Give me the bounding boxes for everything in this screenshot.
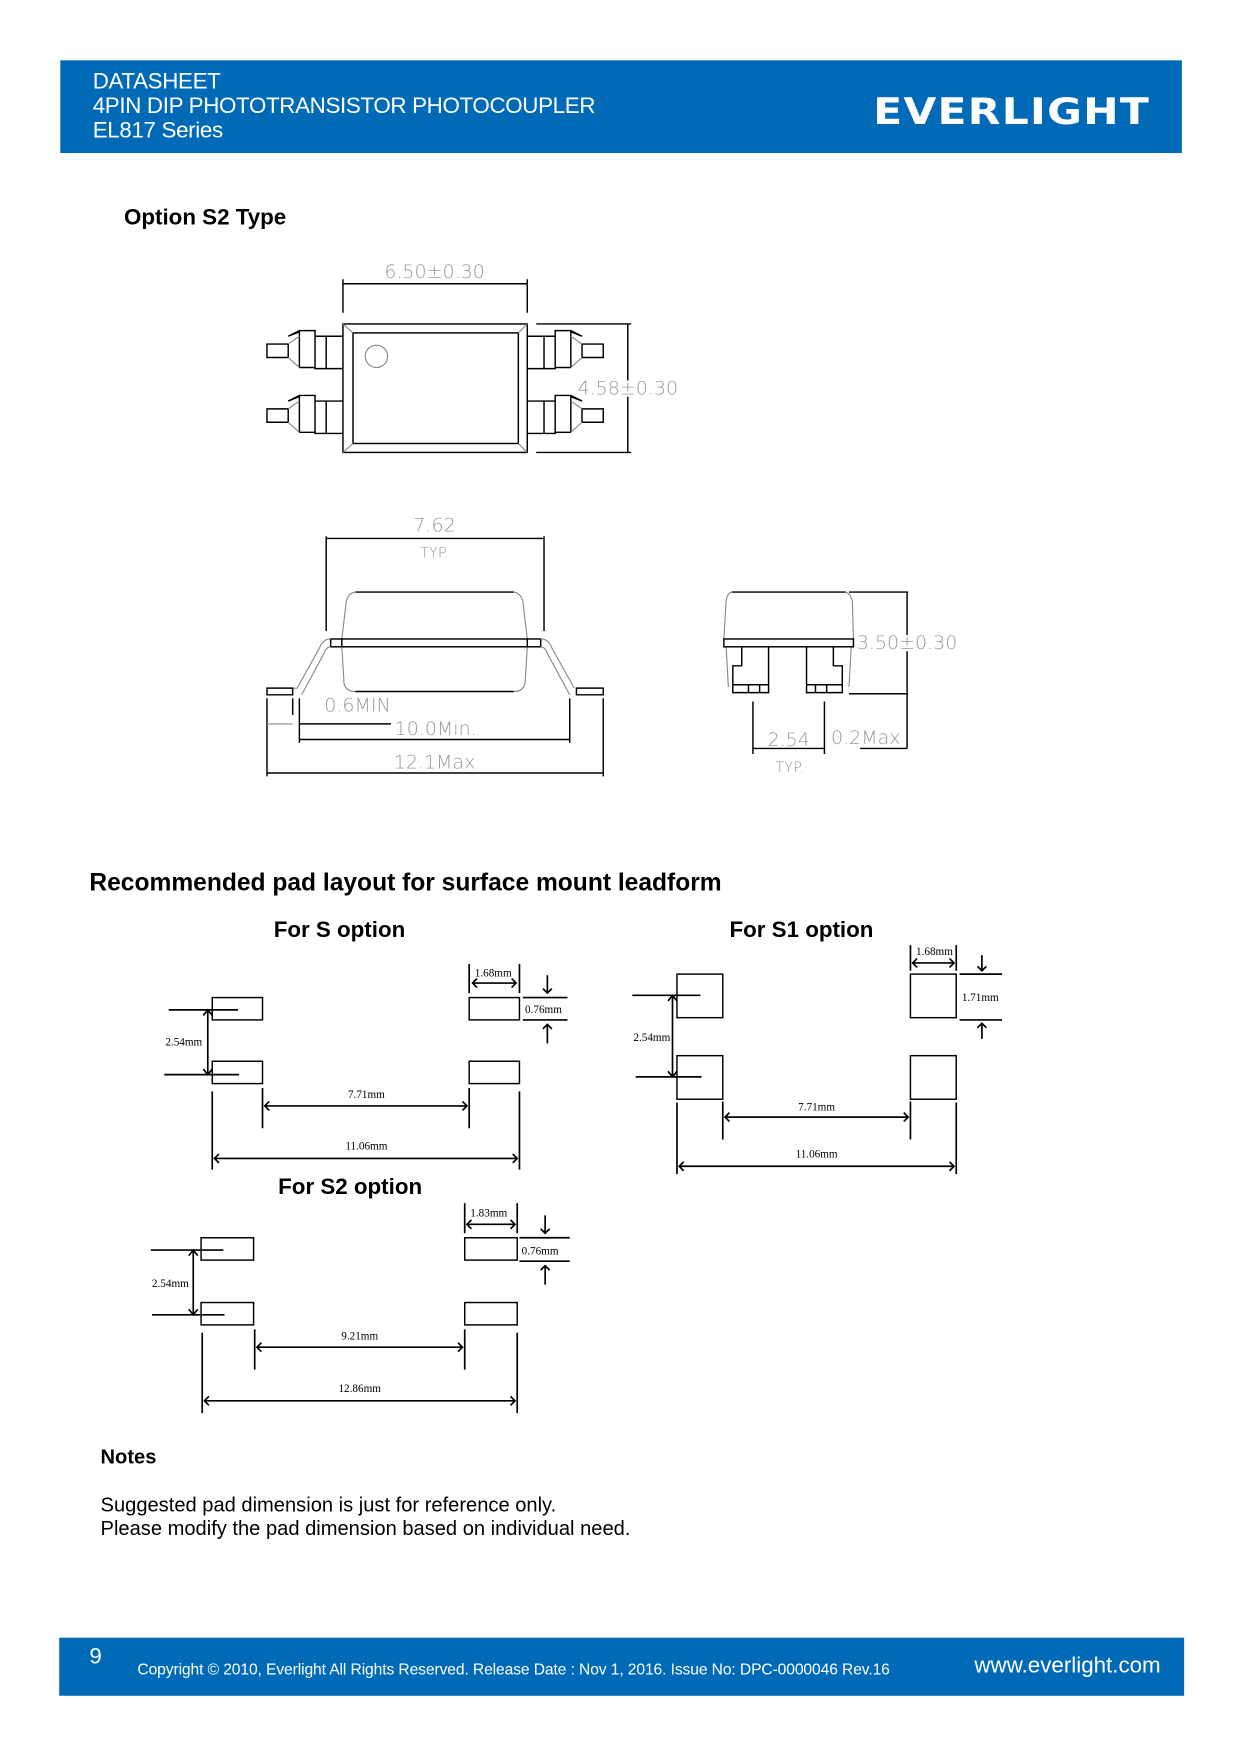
overall-span-dim: 12.1Max (394, 752, 476, 774)
s-outer-dim: 11.06mm (345, 1140, 387, 1152)
inner-span-dim: 10.0Min. (395, 718, 477, 740)
top-view-drawing: 6.50±0.30 4.58±0.30 (266, 261, 680, 454)
s-pitch-dim: 2.54mm (165, 1037, 202, 1049)
pad (909, 1054, 957, 1100)
s1-option-title: For S1 option (729, 918, 874, 943)
s-pad-height-dim: 0.76mm (525, 1004, 562, 1016)
header-series: EL817 Series (92, 118, 223, 143)
pad (468, 1060, 521, 1085)
pin1-marker-icon (364, 344, 389, 369)
s2-outer-dim: 12.86mm (338, 1383, 381, 1395)
lead-span-dim: 7.62 (413, 515, 455, 537)
pad (200, 1301, 255, 1326)
s2-inner-dim: 9.21mm (341, 1330, 378, 1342)
package-height-dim: 3.50±0.30 (857, 632, 957, 654)
top-width-dim: 6.50±0.30 (384, 261, 484, 283)
s1-pitch-dim: 2.54mm (633, 1032, 670, 1044)
s2-pitch-dim: 2.54mm (152, 1278, 189, 1290)
page-header: DATASHEET 4PIN DIP PHOTOTRANSISTOR PHOTO… (60, 60, 1182, 154)
s2-pad-width-dim: 1.83mm (470, 1208, 507, 1220)
top-height-dim: 4.58±0.30 (578, 377, 678, 399)
s1-pad-height-dim: 1.71mm (962, 992, 999, 1004)
copyright-text: Copyright © 2010, Everlight All Rights R… (137, 1660, 890, 1678)
side-view-drawing: 7.62 TYP. 0.6MIN 10.0Min. 12.1Max (266, 515, 604, 777)
s1-pad-width-dim: 1.68mm (916, 946, 953, 958)
pitch-dim: 2.54 (768, 729, 810, 751)
s1-inner-dim: 7.71mm (798, 1101, 835, 1113)
pitch-note: TYP. (775, 760, 804, 776)
pad (200, 1237, 255, 1261)
website-link[interactable]: www.everlight.com (974, 1653, 1161, 1678)
s2-option-title: For S2 option (278, 1175, 423, 1200)
lead-span-note: TYP. (420, 545, 449, 561)
notes-line-1: Suggested pad dimension is just for refe… (100, 1493, 557, 1516)
s1-outer-dim: 11.06mm (796, 1148, 838, 1160)
s-option-pad-layout: 2.54mm 1.68mm 0.76mm 7.71mm 11.06mm (164, 964, 568, 1170)
header-product: 4PIN DIP PHOTOTRANSISTOR PHOTOCOUPLER (92, 93, 596, 119)
pad (468, 996, 521, 1021)
pad (463, 1237, 518, 1261)
end-view-drawing: 3.50±0.30 2.54 TYP. 0.2Max (723, 591, 960, 776)
notes-line-2: Please modify the pad dimension based on… (100, 1517, 631, 1540)
notes-title: Notes (100, 1445, 157, 1468)
s2-pad-height-dim: 0.76mm (522, 1246, 559, 1258)
header-doc-type: DATASHEET (92, 69, 221, 94)
s2-option-pad-layout: 2.54mm 1.83mm 0.76mm 9.21mm 12.86mm (150, 1203, 570, 1414)
pad (463, 1301, 518, 1326)
page-footer: 9 Copyright © 2010, Everlight All Rights… (59, 1637, 1185, 1696)
section-title-option-s2: Option S2 Type (123, 205, 287, 231)
everlight-logo: EVERLIGHT (873, 89, 1151, 133)
standoff-dim: 0.2Max (831, 727, 900, 749)
foot-length-dim: 0.6MIN (324, 695, 390, 717)
s1-option-pad-layout: 2.54mm 1.68mm 1.71mm 7.71mm 11.06mm (632, 945, 1003, 1175)
s-pad-width-dim: 1.68mm (475, 967, 512, 979)
page-number: 9 (89, 1644, 102, 1669)
pad (211, 996, 264, 1021)
section-title-pad-layout: Recommended pad layout for surface mount… (89, 867, 722, 896)
pad (909, 973, 957, 1019)
s-option-title: For S option (273, 918, 406, 943)
pad (211, 1060, 264, 1085)
s-inner-dim: 7.71mm (348, 1089, 385, 1101)
